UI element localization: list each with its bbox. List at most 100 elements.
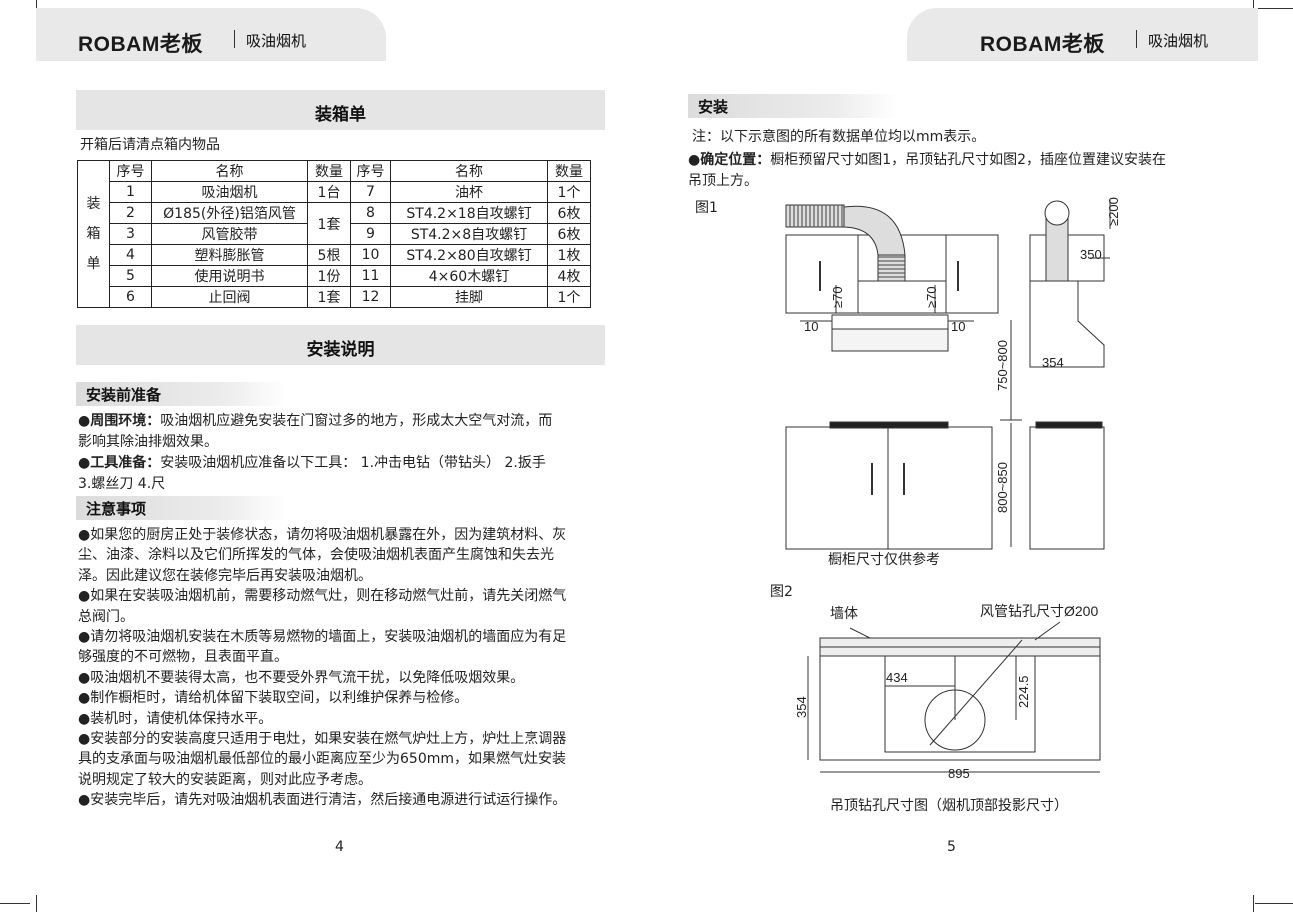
prep-title: 安装前准备: [86, 386, 162, 404]
fig2-label: 图2: [770, 584, 793, 600]
install-subheader: 安装: [688, 94, 898, 118]
col-header: 名称: [390, 160, 548, 182]
packing-table: 装 箱 单 序号 名称 数量 序号 名称 数量 1 吸油烟机 1台 7 油杯 1…: [77, 160, 591, 308]
cell: 吸油烟机: [151, 181, 308, 203]
dim-height-range: 750~800: [995, 340, 1010, 391]
notes-list: ●如果您的厨房正处于装修状态，请勿将吸油烟机暴露在外，因为建筑材料、灰 尘、油漆…: [78, 525, 608, 811]
right-header-tab: [907, 8, 1258, 61]
tools-paragraph: ●工具准备：安装吸油烟机应准备以下工具： 1.冲击电钻（带钻头） 2.扳手 3.…: [78, 453, 608, 494]
tools-text: 3.螺丝刀 4.尺: [78, 475, 166, 492]
table-row: 2 Ø185(外径)铝箔风管 1套 8 ST4.2×18自攻螺钉 6枚: [78, 202, 591, 245]
cell: 油杯: [390, 181, 548, 203]
cell: 11: [350, 265, 391, 287]
notes-subheader: 注意事项: [76, 496, 286, 520]
header-divider: [1136, 30, 1137, 48]
crop-mark: [1255, 903, 1293, 904]
prep-subheader: 安装前准备: [76, 382, 286, 406]
cell: 1个: [547, 181, 591, 203]
dim-depth: 354: [794, 696, 809, 718]
cell: 使用说明书: [151, 265, 308, 287]
cell: ST4.2×80自攻螺钉: [390, 244, 548, 266]
cell: 1台: [307, 181, 351, 203]
note-line: ●如果您的厨房正处于装修状态，请勿将吸油烟机暴露在外，因为建筑材料、灰: [78, 527, 567, 543]
note-line: 具的支承面与吸油烟机最低部位的最小距离应至少为650mm，如果燃气灶安装: [78, 751, 566, 768]
col-header: 数量: [547, 160, 591, 182]
cell: 5根: [307, 244, 351, 266]
dim-gap-right: ≥70: [924, 286, 939, 308]
col-header: 名称: [151, 160, 308, 182]
position-label: ●确定位置：: [688, 152, 771, 168]
dim-depth: 354: [1042, 355, 1064, 370]
hood-body: [831, 314, 949, 330]
note-line: ●装机时，请使机体保持水平。: [78, 710, 273, 727]
note-line: ●安装完毕后，请先对吸油烟机表面进行清洁，然后接通电源进行试运行操作。: [78, 792, 567, 809]
col-header: 序号: [350, 160, 391, 182]
figure-1-diagram: ≥200 350 ≥70 ≥70 10 10 354 750~800 800~8…: [785, 197, 1121, 550]
cell: 1套: [307, 202, 351, 245]
brand-logo: ROBAM老板: [78, 33, 203, 56]
env-label: ●周围环境：: [78, 413, 161, 429]
cell: 3: [109, 223, 152, 245]
tools-text: 安装吸油烟机应准备以下工具： 1.冲击电钻（带钻头） 2.扳手: [160, 455, 546, 471]
cell: 6枚: [547, 223, 591, 245]
table-row: 5 使用说明书 1份 11 4×60木螺钉 4枚: [78, 265, 591, 287]
packing-side-label: 装 箱 单: [77, 160, 110, 308]
left-header-tab: [36, 8, 386, 61]
packing-intro: 开箱后请清点箱内物品: [80, 137, 220, 153]
side-char: 箱: [86, 226, 101, 242]
note-line: ●如果在安装吸油烟机前，需要移动燃气灶，则在移动燃气灶前，请先关闭燃气: [78, 588, 567, 605]
cell: 4×60木螺钉: [390, 265, 548, 287]
packing-section-bar: 装箱单: [76, 90, 605, 130]
dim-offset-x: 434: [886, 670, 908, 685]
crop-mark: [1255, 8, 1293, 9]
fig1-label: 图1: [695, 200, 718, 216]
brand-logo: ROBAM老板: [980, 33, 1105, 56]
lower-cabinet: [785, 426, 993, 550]
note-line: 尘、油漆、涂料以及它们所挥发的气体，会使吸油烟机表面产生腐蚀和失去光: [78, 547, 554, 564]
cell: 4枚: [547, 265, 591, 287]
header-divider: [234, 30, 235, 48]
side-char: 装: [86, 196, 101, 212]
figure-2-diagram: 墙体 风管钻孔尺寸Ø200 434 224.5 354 895: [794, 603, 1101, 781]
cell: 6枚: [547, 202, 591, 224]
fig2-caption: 吊顶钻孔尺寸图（烟机顶部投影尺寸）: [830, 798, 1068, 814]
dim-width: 895: [948, 766, 970, 781]
crop-mark: [36, 0, 37, 8]
dim-top: ≥200: [1106, 197, 1121, 226]
tools-label: ●工具准备：: [78, 455, 161, 471]
hole-label: 风管钻孔尺寸Ø200: [980, 603, 1098, 619]
install-section-title: 安装: [698, 98, 729, 116]
cell: 12: [350, 286, 391, 308]
wall-label: 墙体: [830, 605, 858, 621]
side-hood: [1029, 280, 1105, 368]
table-header-row: 装 箱 单 序号 名称 数量 序号 名称 数量: [77, 160, 591, 308]
notes-title: 注意事项: [86, 500, 147, 518]
crop-mark: [36, 895, 37, 912]
cell: 6: [109, 286, 152, 308]
note-line: ●制作橱柜时，请给机体留下装取空间，以利维护保养与检修。: [78, 690, 469, 707]
cell: 挂脚: [390, 286, 548, 308]
header-product: 吸油烟机: [1148, 32, 1209, 50]
cell: 10: [350, 244, 391, 266]
col-header: 数量: [307, 160, 351, 182]
note-line: 够强度的不可燃物，且表面平直。: [78, 649, 288, 666]
note-line: ●请勿将吸油烟机安装在木质等易燃物的墙面上，安装吸油烟机的墙面应为有足: [78, 629, 567, 646]
dim-gap-left: ≥70: [830, 286, 845, 308]
dim-edge-right: 10: [951, 319, 965, 334]
table-row: 1 吸油烟机 1台 7 油杯 1个: [78, 181, 591, 203]
position-text: 吊顶上方。: [688, 172, 758, 189]
packing-title: 装箱单: [315, 105, 366, 125]
cell: 5: [109, 265, 152, 287]
cell: 7: [350, 181, 391, 203]
note-line: 总阀门。: [78, 608, 134, 625]
side-char: 单: [86, 256, 101, 272]
table-row: 6 止回阀 1套 12 挂脚 1个: [78, 286, 591, 308]
env-paragraph: ●周围环境：吸油烟机应避免安装在门窗过多的地方，形成太大空气对流，而 影响其除油…: [78, 411, 608, 452]
cell: ST4.2×18自攻螺钉: [390, 202, 548, 224]
page-number-right: 5: [947, 839, 956, 855]
crop-mark: [0, 903, 30, 904]
cell: 1份: [307, 265, 351, 287]
cell: 2: [109, 202, 152, 224]
crop-mark: [1253, 895, 1254, 912]
cell: 1套: [307, 286, 351, 308]
